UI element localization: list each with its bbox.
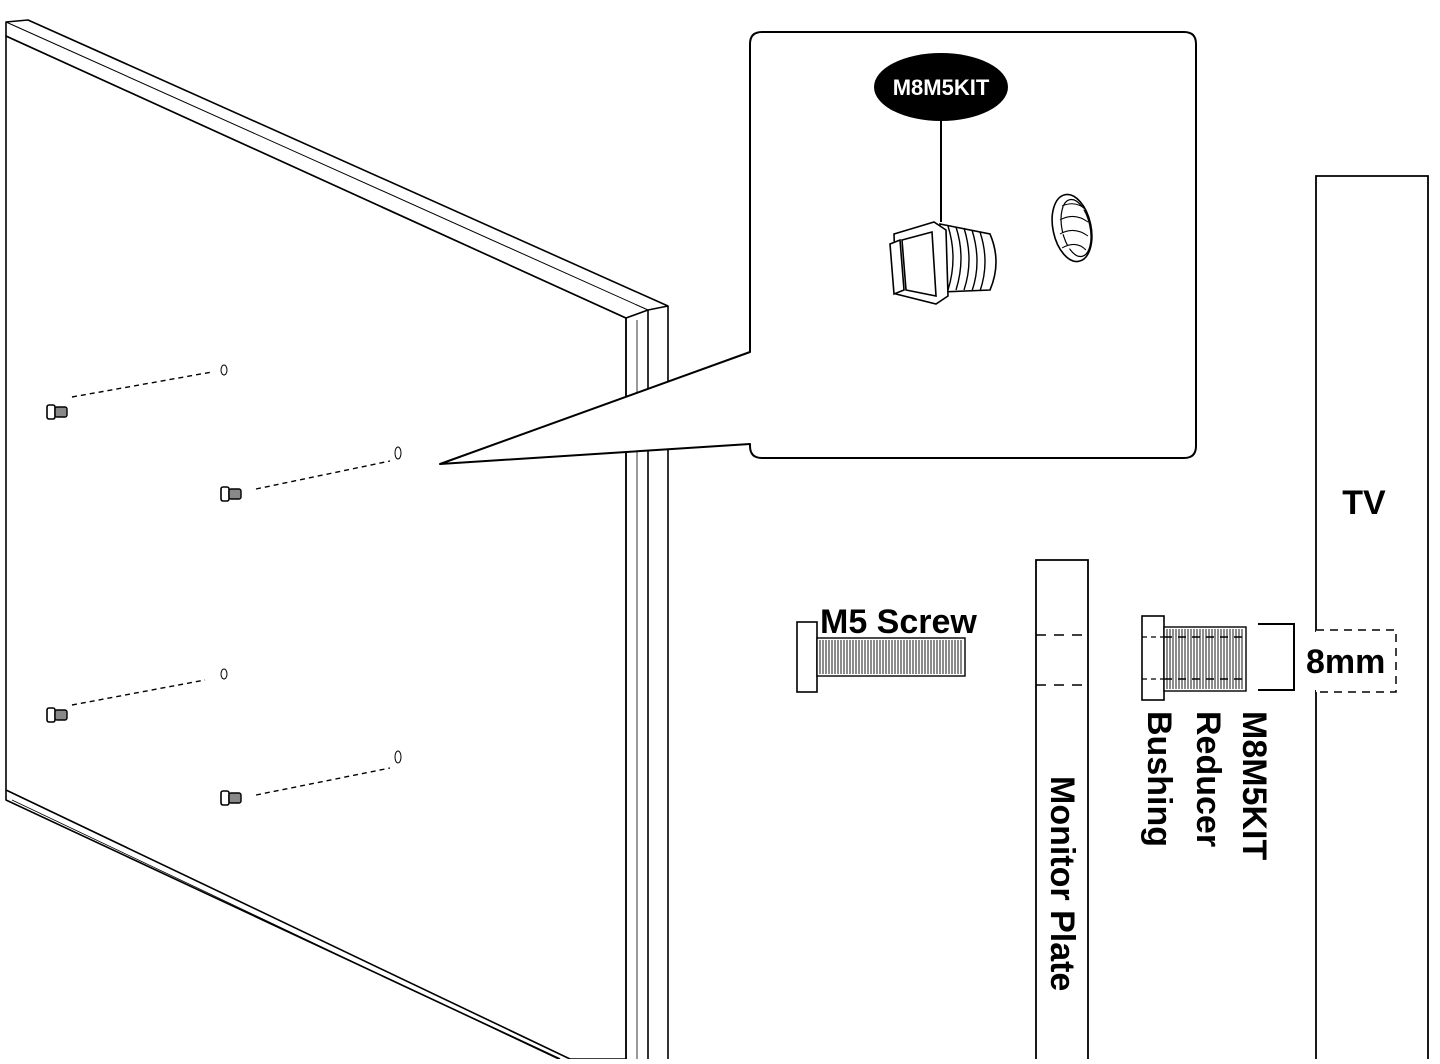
threaded-hole-illustration bbox=[1051, 193, 1093, 263]
monitor-plate-label: Monitor Plate bbox=[1043, 776, 1081, 991]
depth-label: 8mm bbox=[1306, 643, 1385, 681]
panel-screw bbox=[220, 446, 402, 502]
monitor-plate-section bbox=[1035, 559, 1089, 1059]
m5-screw-head bbox=[796, 621, 818, 693]
tv-panel bbox=[5, 19, 669, 1060]
bushing-illustration bbox=[889, 221, 997, 305]
bushing-label-line3: Bushing bbox=[1140, 711, 1178, 847]
callout-badge-label: M8M5KIT bbox=[893, 75, 990, 100]
m5-screw-label: M5 Screw bbox=[820, 603, 977, 641]
tv-panel-back-face bbox=[5, 35, 627, 1060]
tv-section bbox=[1312, 175, 1429, 1059]
callout-badge bbox=[874, 53, 1008, 121]
panel-screw bbox=[46, 668, 228, 723]
panel-screw bbox=[46, 364, 228, 420]
callout-bubble: M8M5KIT bbox=[439, 31, 1197, 465]
m5-screw-section bbox=[796, 621, 966, 693]
callout-frame bbox=[439, 31, 1197, 465]
tv-label: TV bbox=[1342, 484, 1386, 522]
bushing-label-line2: Reducer bbox=[1189, 711, 1227, 847]
bushing-section bbox=[1141, 615, 1295, 701]
panel-screw bbox=[220, 750, 402, 806]
bushing-label-line1: M8M5KIT bbox=[1235, 711, 1273, 860]
panel-screws bbox=[46, 364, 402, 806]
tv-threaded-hole bbox=[1316, 629, 1397, 693]
